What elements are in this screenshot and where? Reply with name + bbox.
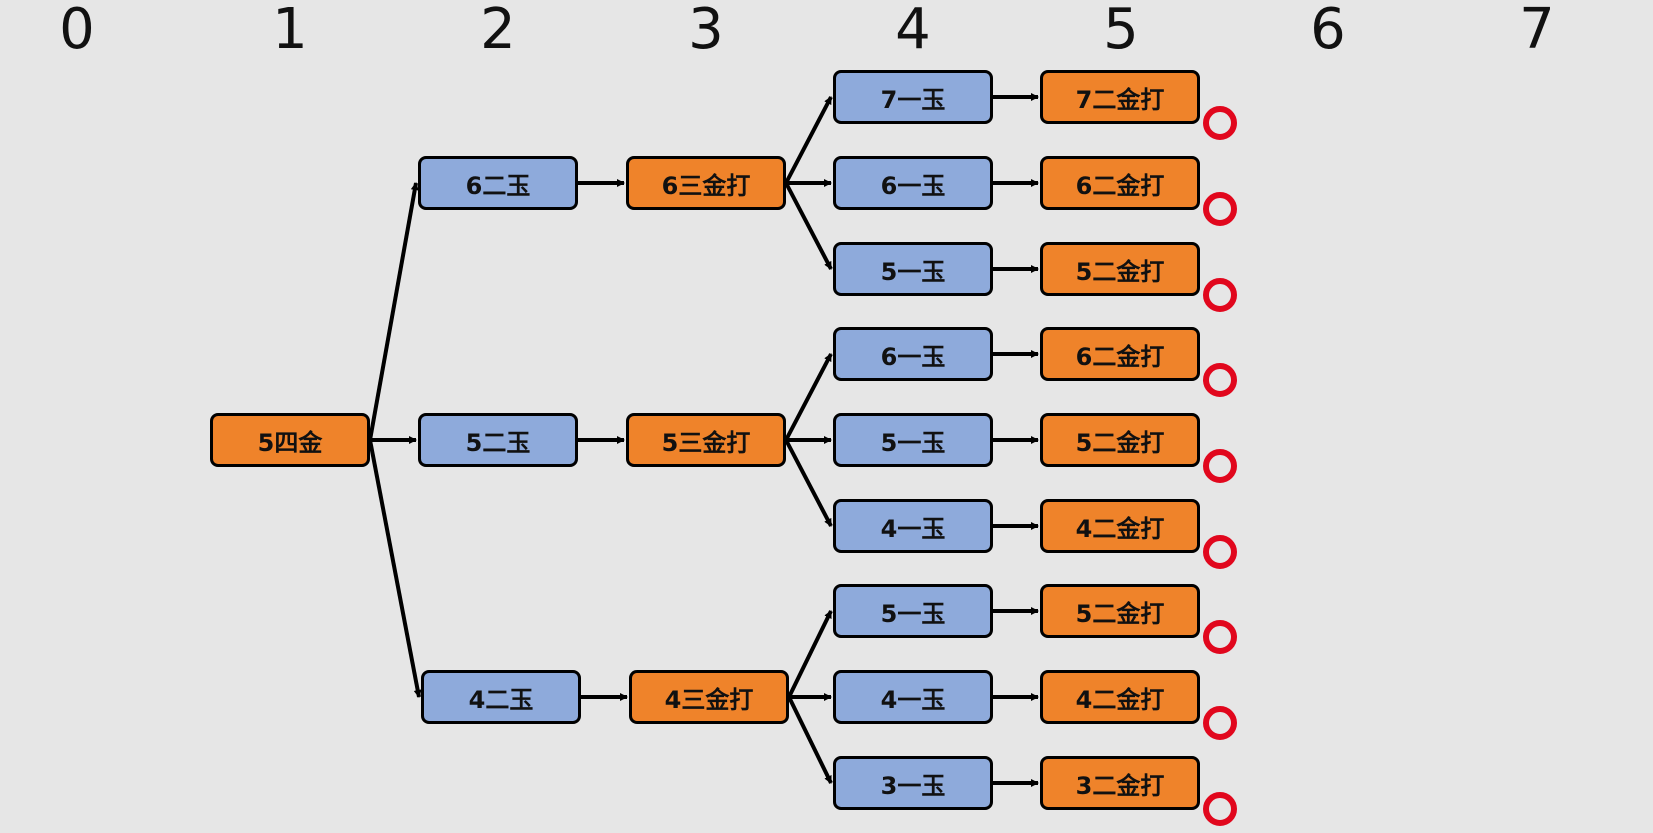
- edge-a3-a41: [784, 96, 833, 184]
- move-node-a52: 6二金打: [1040, 156, 1200, 210]
- success-circle-mark: [1203, 278, 1237, 312]
- move-node-a41: 7一玉: [833, 70, 993, 124]
- edge-n1-c2: [368, 439, 422, 698]
- move-node-b51: 6二金打: [1040, 327, 1200, 381]
- edge-a3-a43: [784, 182, 833, 270]
- move-node-c53: 3二金打: [1040, 756, 1200, 810]
- move-node-a51: 7二金打: [1040, 70, 1200, 124]
- move-node-c2: 4二玉: [421, 670, 581, 724]
- move-node-a53: 5二金打: [1040, 242, 1200, 296]
- success-circle-mark: [1203, 106, 1237, 140]
- edge-n1-a2: [368, 182, 419, 441]
- success-circle-mark: [1203, 706, 1237, 740]
- edge-b3-b41: [784, 353, 833, 441]
- move-node-n1: 5四金: [210, 413, 370, 467]
- edge-b3-b43: [784, 439, 833, 527]
- move-node-b3: 5三金打: [626, 413, 786, 467]
- move-node-c3: 4三金打: [629, 670, 789, 724]
- move-node-a3: 6三金打: [626, 156, 786, 210]
- move-node-b52: 5二金打: [1040, 413, 1200, 467]
- move-node-b41: 6一玉: [833, 327, 993, 381]
- move-node-a2: 6二玉: [418, 156, 578, 210]
- column-number-5: 5: [1103, 0, 1139, 62]
- move-node-c52: 4二金打: [1040, 670, 1200, 724]
- success-circle-mark: [1203, 792, 1237, 826]
- move-node-c41: 5一玉: [833, 584, 993, 638]
- column-number-7: 7: [1519, 0, 1555, 62]
- edge-c3-c43: [787, 696, 833, 784]
- move-node-b43: 4一玉: [833, 499, 993, 553]
- move-node-b2: 5二玉: [418, 413, 578, 467]
- success-circle-mark: [1203, 363, 1237, 397]
- column-number-1: 1: [272, 0, 308, 62]
- move-node-b42: 5一玉: [833, 413, 993, 467]
- column-number-6: 6: [1310, 0, 1346, 62]
- move-node-a42: 6一玉: [833, 156, 993, 210]
- success-circle-mark: [1203, 192, 1237, 226]
- success-circle-mark: [1203, 449, 1237, 483]
- edge-c3-c41: [787, 610, 833, 698]
- move-node-c51: 5二金打: [1040, 584, 1200, 638]
- success-circle-mark: [1203, 535, 1237, 569]
- move-node-b53: 4二金打: [1040, 499, 1200, 553]
- success-circle-mark: [1203, 620, 1237, 654]
- move-node-c42: 4一玉: [833, 670, 993, 724]
- column-number-0: 0: [59, 0, 95, 62]
- move-node-a43: 5一玉: [833, 242, 993, 296]
- column-number-4: 4: [895, 0, 931, 62]
- column-number-3: 3: [688, 0, 724, 62]
- move-node-c43: 3一玉: [833, 756, 993, 810]
- column-number-2: 2: [480, 0, 516, 62]
